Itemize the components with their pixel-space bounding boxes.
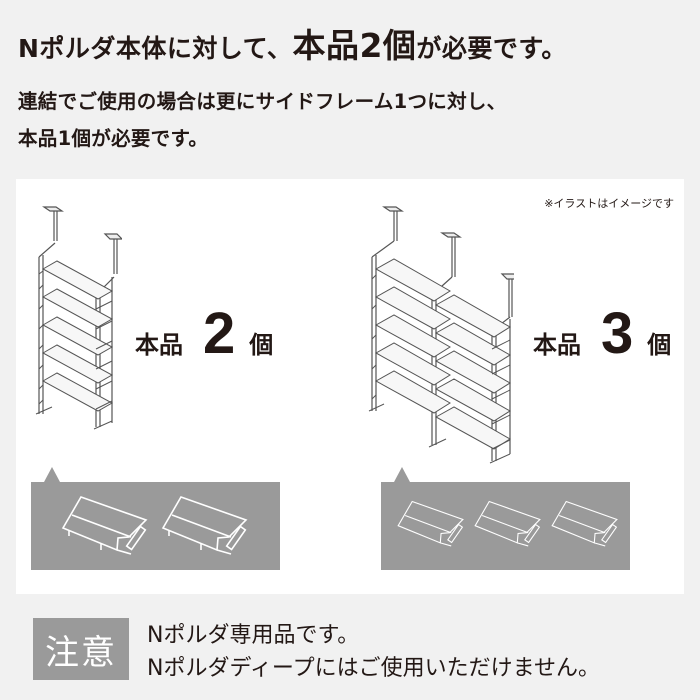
count-number: 3 xyxy=(601,301,634,366)
side-frame-icons xyxy=(397,500,618,547)
connected-count-label: 本品 3 個 xyxy=(533,305,671,363)
count-prefix: 本品 xyxy=(533,331,581,359)
image-note: ※イラストはイメージです xyxy=(544,197,674,210)
caution-line-1: Nポルダ専用品です。 xyxy=(147,623,360,648)
count-prefix: 本品 xyxy=(135,331,183,359)
count-suffix: 個 xyxy=(249,331,274,359)
count-suffix: 個 xyxy=(647,331,672,359)
single-frames-box xyxy=(31,467,280,570)
headline: Nポルダ本体に対して、本品2個が必要です。 xyxy=(18,29,567,65)
connected-shelf-units-illustration xyxy=(368,206,514,464)
side-frame-icons xyxy=(61,496,248,555)
headline-post: が必要です。 xyxy=(416,34,567,63)
connected-frames-box xyxy=(381,467,630,570)
caution-badge: 注意 xyxy=(33,618,129,680)
count-number: 2 xyxy=(203,301,236,366)
single-shelf-unit-illustration xyxy=(35,206,122,430)
single-count-label: 本品 2 個 xyxy=(135,305,273,363)
caution-line-2: Nポルダディープにはご使用いただけません。 xyxy=(147,656,600,681)
subline-connected: 連結でご使用の場合は更にサイドフレーム1つに対し、 xyxy=(18,90,507,113)
illustration-panel: ※イラストはイメージです xyxy=(16,179,684,594)
headline-pre: Nポルダ本体に対して、 xyxy=(18,34,293,63)
subline-required: 本品1個が必要です。 xyxy=(18,127,209,150)
headline-emphasis: 本品2個 xyxy=(292,26,417,65)
